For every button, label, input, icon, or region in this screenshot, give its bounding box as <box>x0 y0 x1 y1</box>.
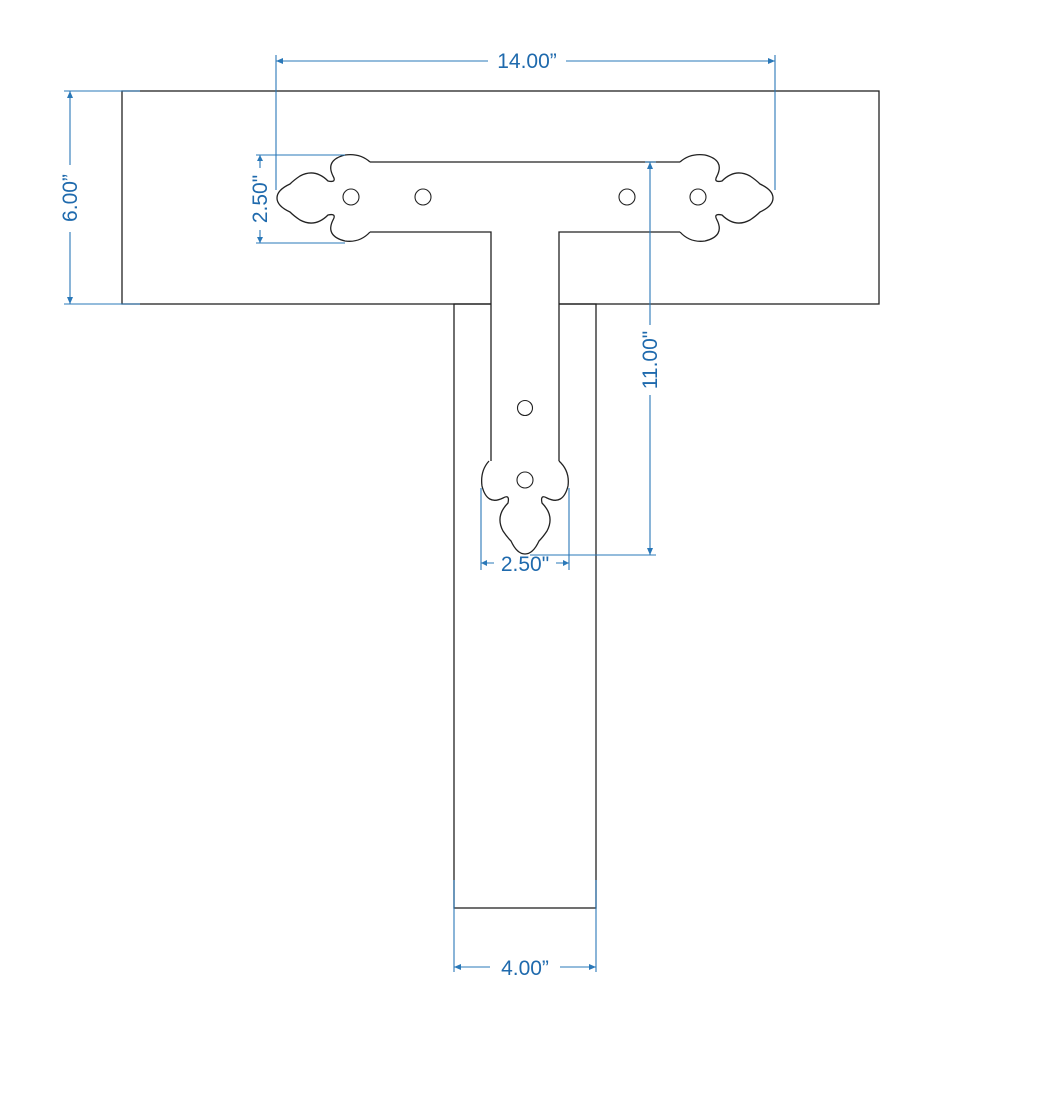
dimension-label: 4.00” <box>501 957 549 980</box>
screw-hole <box>689 188 707 206</box>
screw-hole <box>516 471 534 489</box>
screw-hole <box>618 188 636 206</box>
dimension-leg-width: 4.00” <box>453 880 597 980</box>
dimension-board-height: 6.00” <box>59 90 140 305</box>
dimension-label: 14.00” <box>497 50 557 73</box>
dimension-strap-width-horizontal: 2.50" <box>249 154 345 244</box>
dimension-label: 11.00" <box>639 331 662 389</box>
dimension-label: 2.50" <box>501 553 549 576</box>
t-hinge <box>276 153 774 555</box>
screw-hole <box>414 188 432 206</box>
dimension-strap-width-vertical: 2.50" <box>480 488 570 576</box>
hinge-outline <box>370 161 680 461</box>
dimension-label: 6.00” <box>59 174 82 222</box>
screw-hole <box>516 399 534 417</box>
dimension-label: 2.50" <box>249 175 272 223</box>
dimension-overall-width: 14.00” <box>275 50 776 190</box>
dimension-stem-length: 11.00" <box>530 161 662 556</box>
screw-hole <box>342 188 360 206</box>
